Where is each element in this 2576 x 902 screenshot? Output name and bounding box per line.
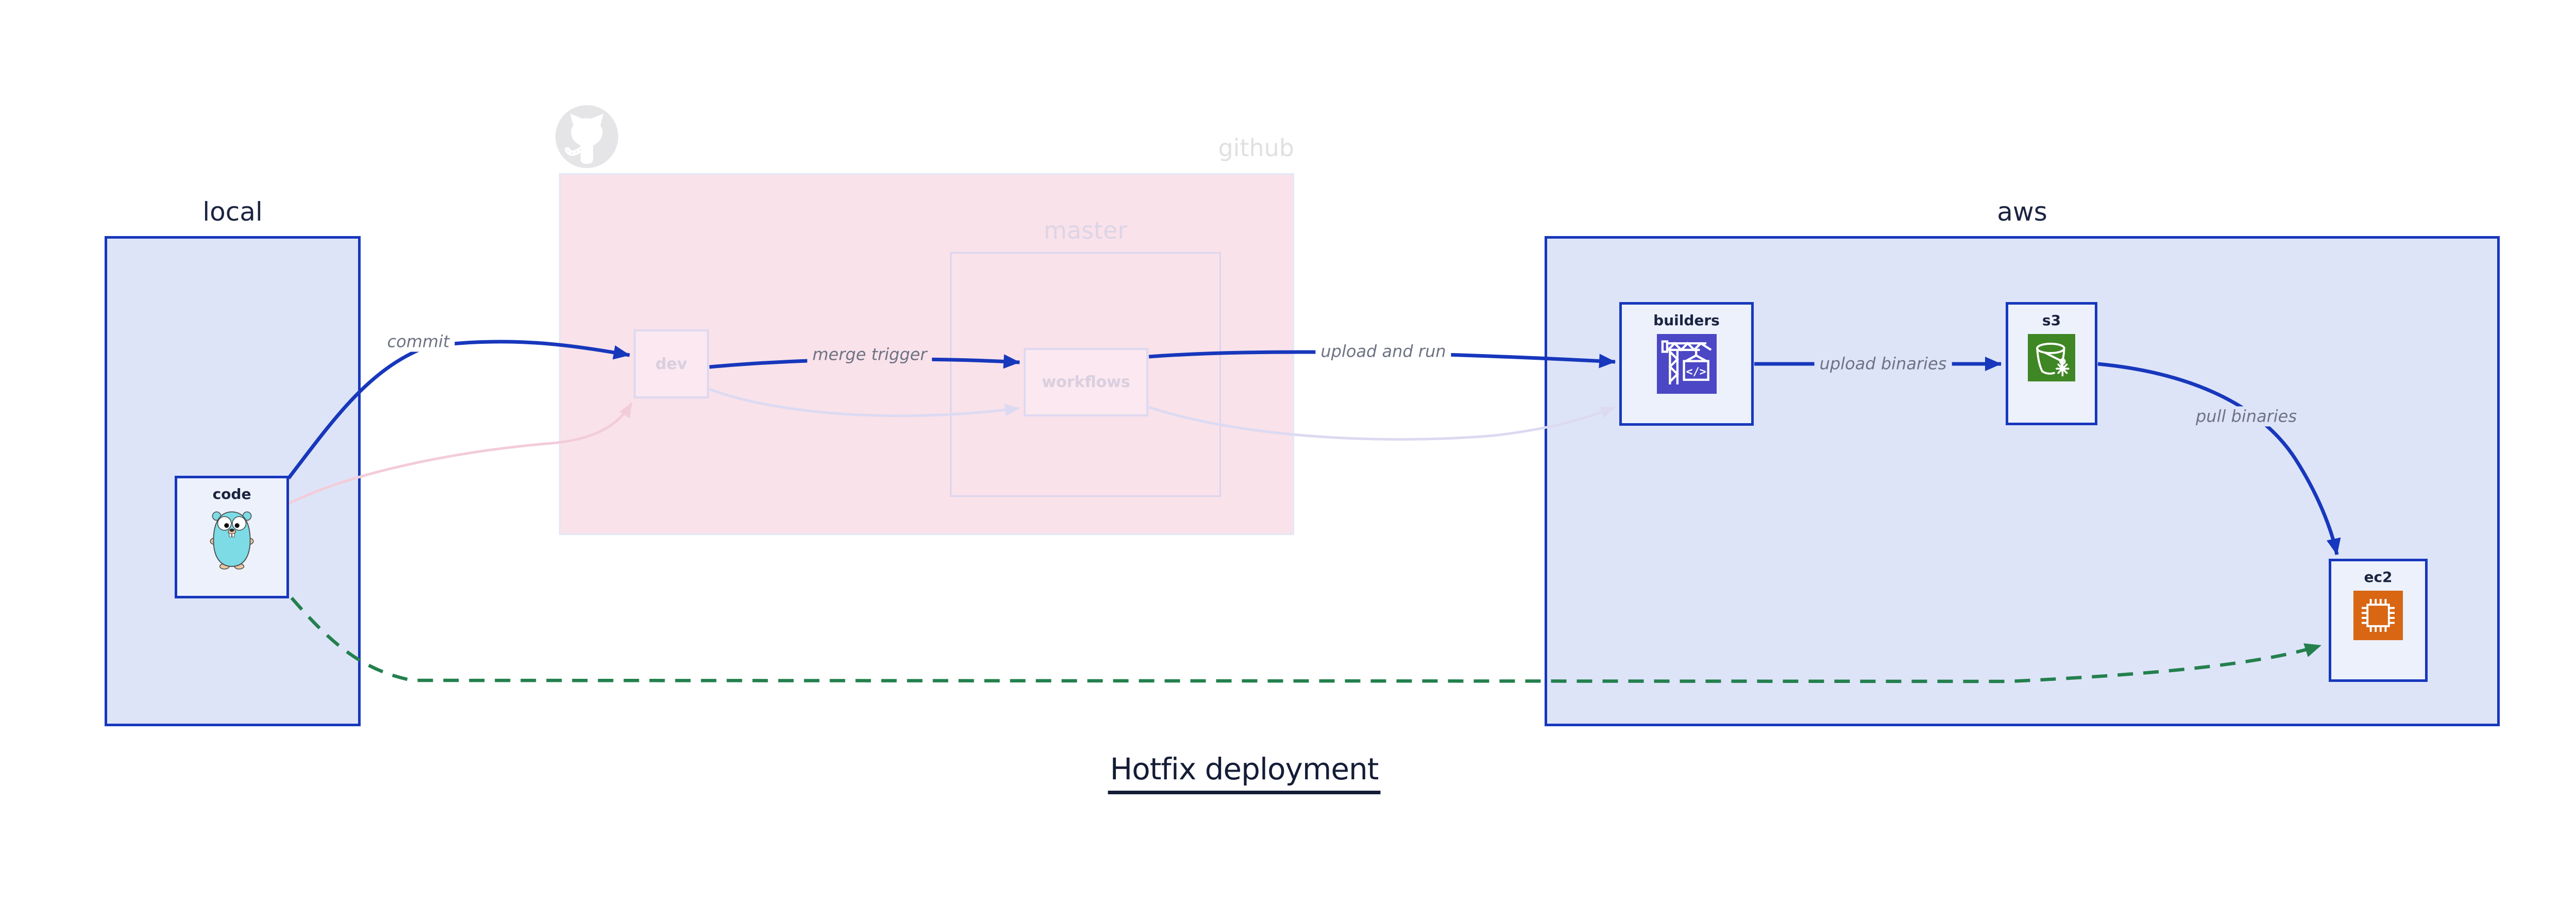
node-dev: dev: [634, 329, 709, 398]
node-builders-label: builders: [1653, 312, 1720, 329]
codebuild-crane-icon: </>: [1656, 333, 1717, 394]
edge-faded-dev-workflows-line: [709, 388, 1020, 417]
region-aws-label: aws: [1997, 197, 2047, 227]
region-local-label: local: [202, 197, 263, 227]
edge-label-commit: commit: [382, 331, 455, 352]
edge-label-upload-binaries: upload binaries: [1814, 354, 1952, 374]
edge-faded-code-dev-line: [286, 402, 633, 506]
edge-faded-workflows-builders-line: [1148, 406, 1615, 441]
diagram-title: Hotfix deployment: [1108, 751, 1381, 794]
go-gopher-icon: [210, 511, 254, 570]
node-workflows: workflows: [1024, 348, 1148, 416]
edge-label-upload-and-run: upload and run: [1315, 341, 1451, 362]
octocat-icon: [555, 105, 618, 168]
edge-commit-line: [287, 340, 630, 480]
edge-hotfix-dashed-line: [290, 596, 2321, 683]
node-code: code: [175, 476, 289, 598]
edge-pull-binaries-line: [2097, 362, 2341, 555]
node-s3: s3: [2006, 302, 2097, 425]
node-code-label: code: [212, 486, 251, 503]
node-workflows-label: workflows: [1042, 373, 1130, 391]
region-github-label: github: [1218, 134, 1294, 162]
node-builders: builders </>: [1619, 302, 1754, 426]
node-s3-label: s3: [2042, 312, 2061, 329]
ec2-chip-icon: [2353, 590, 2403, 640]
region-master-label: master: [1043, 216, 1128, 244]
edge-label-merge-trigger: merge trigger: [807, 344, 933, 365]
region-master-branch: [950, 252, 1221, 497]
edge-label-pull-binaries: pull binaries: [2190, 406, 2302, 427]
node-ec2-label: ec2: [2364, 569, 2393, 586]
s3-glacier-bucket-icon: [2028, 333, 2075, 381]
svg-text:</>: </>: [1686, 365, 1706, 378]
node-dev-label: dev: [655, 355, 687, 373]
node-ec2: ec2: [2329, 559, 2428, 682]
